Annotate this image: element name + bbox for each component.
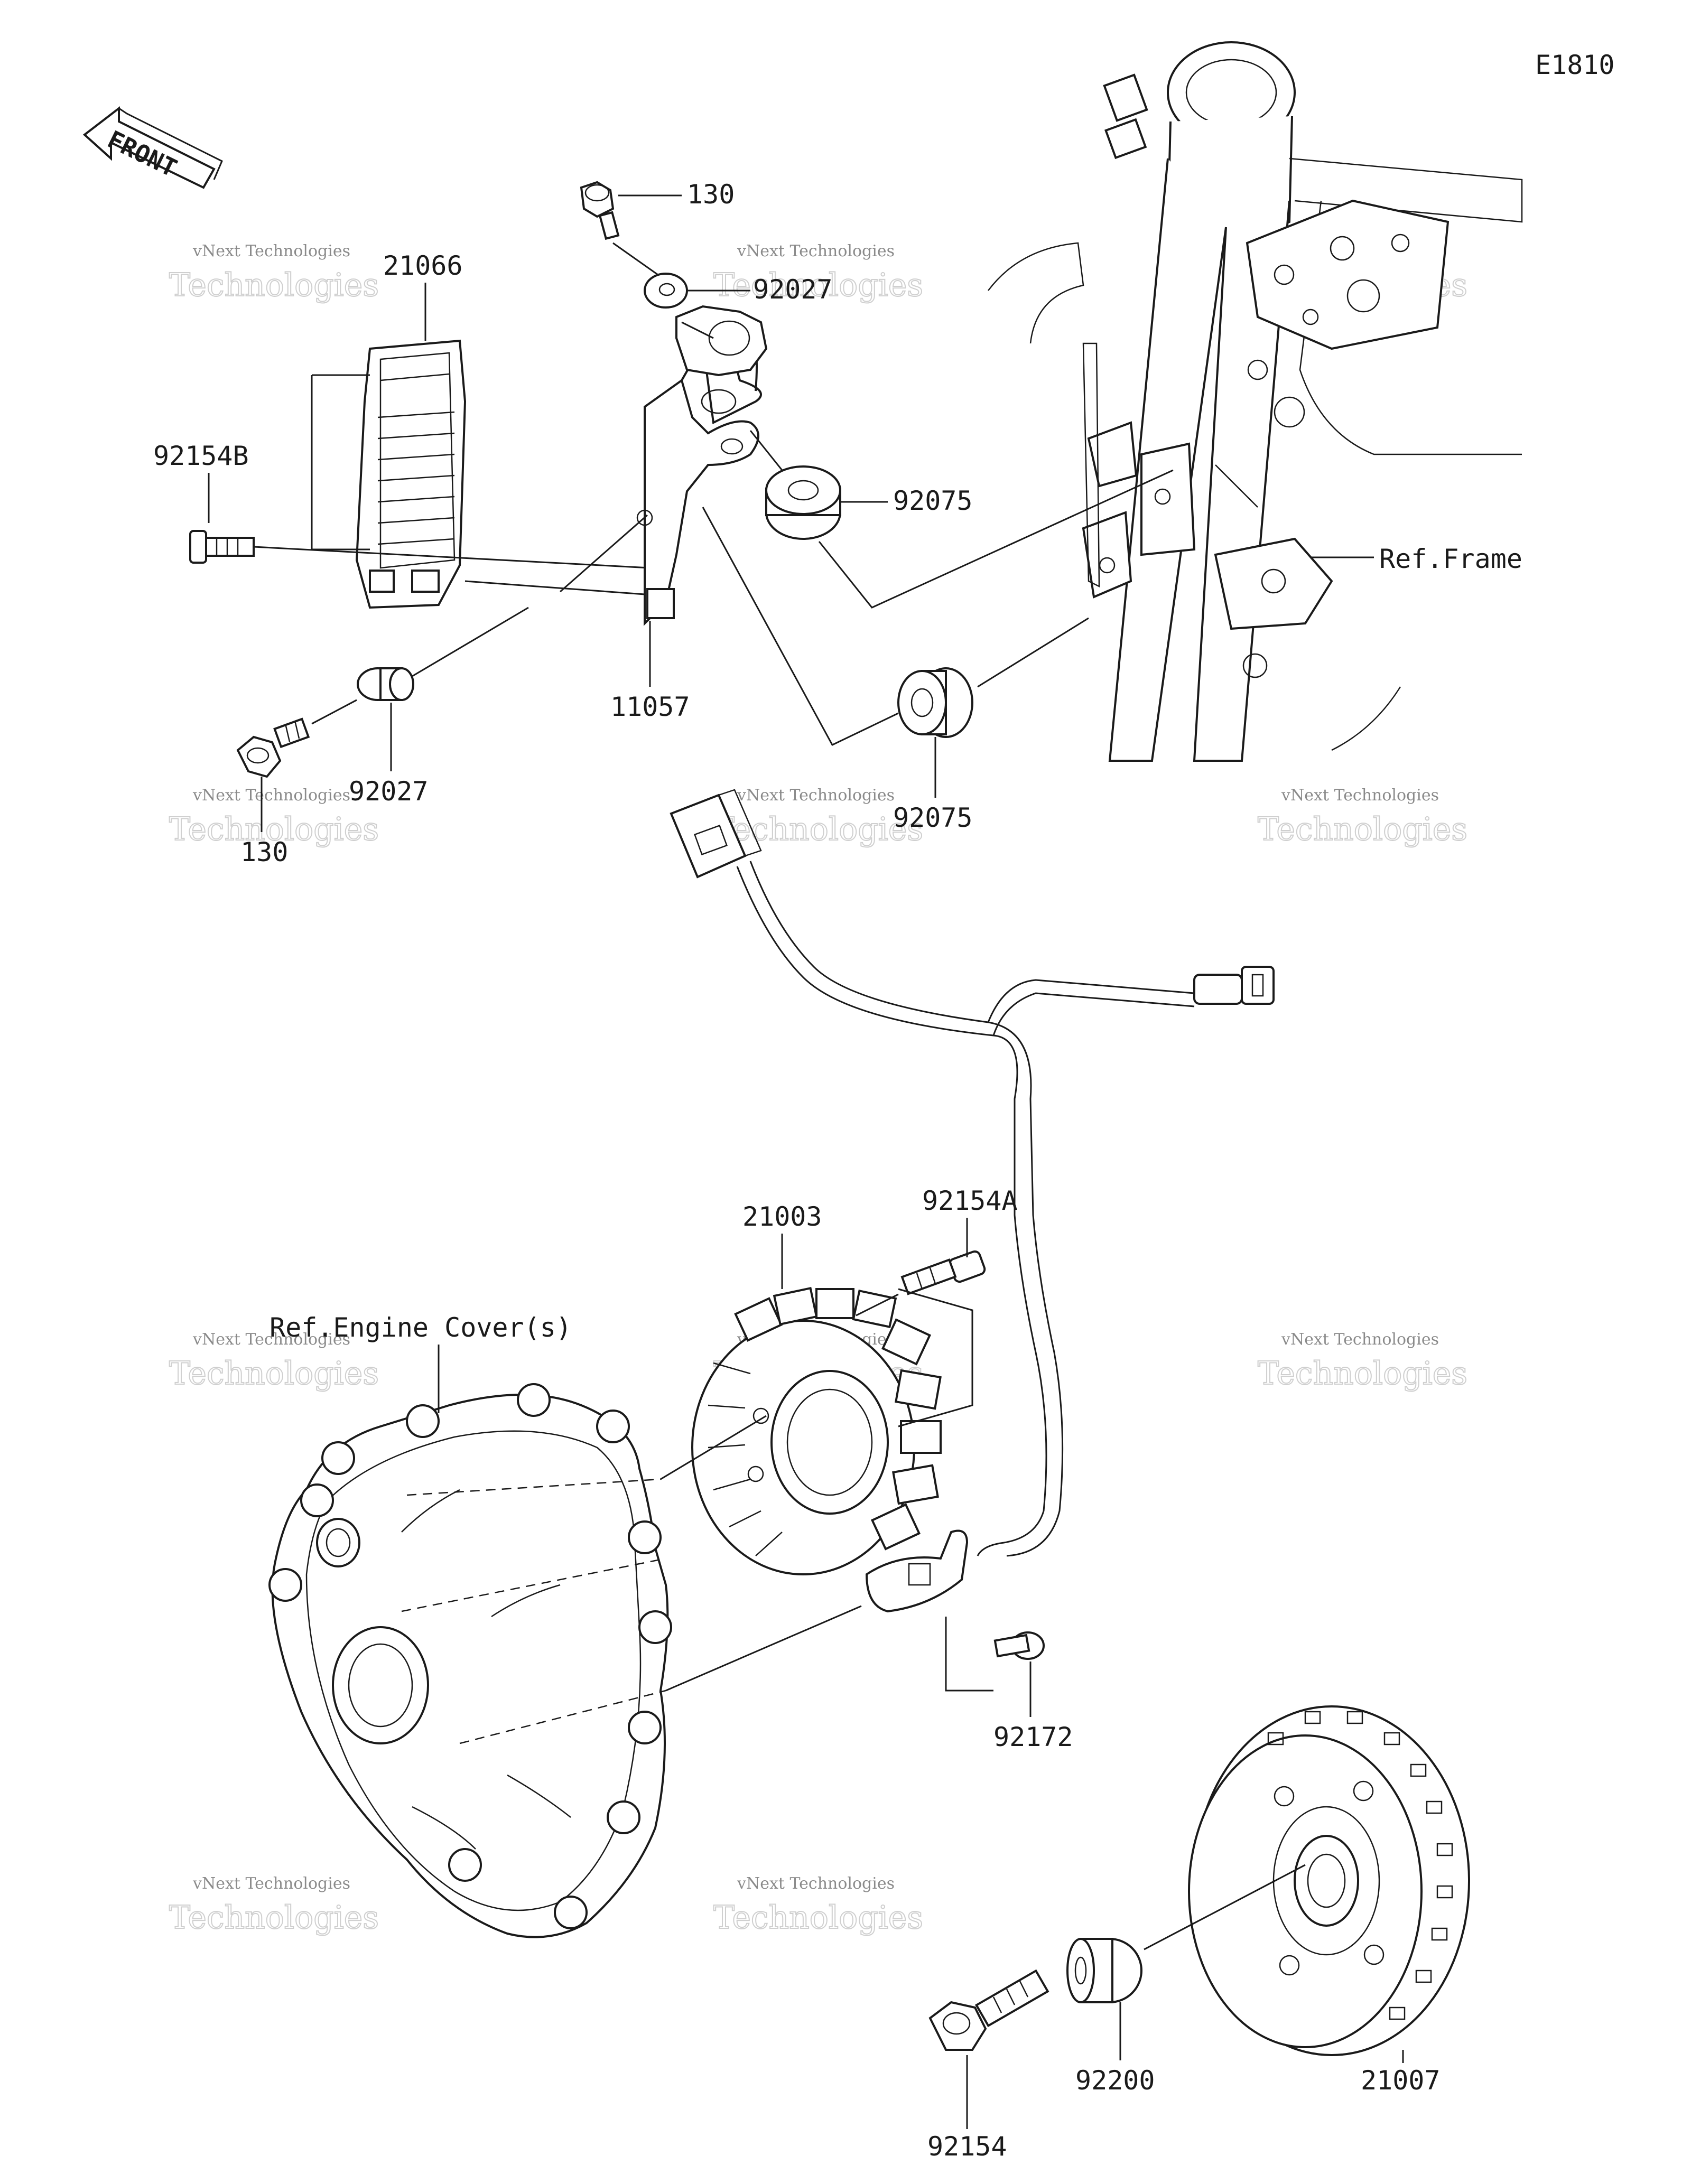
watermark: Technologies vNext Technologies bbox=[169, 786, 379, 848]
watermark: Technologies vNext Technologies bbox=[1257, 1330, 1468, 1393]
svg-text:vNext Technologies: vNext Technologies bbox=[1281, 786, 1439, 805]
part-21007-rotor bbox=[1188, 1705, 1470, 2056]
washer-92027-bottom-icon bbox=[357, 667, 414, 701]
watermark: Technologies vNext Technologies bbox=[169, 1874, 379, 1937]
watermark: Technologies vNext Technologies bbox=[713, 1874, 924, 1937]
svg-text:vNext Technologies: vNext Technologies bbox=[737, 1874, 895, 1893]
label-130-bottom: 130 bbox=[240, 837, 288, 867]
watermark: Technologies vNext Technologies bbox=[169, 1330, 379, 1393]
label-92200: 92200 bbox=[1075, 2065, 1155, 2096]
label-21066: 21066 bbox=[383, 250, 463, 281]
svg-text:vNext Technologies: vNext Technologies bbox=[1281, 1330, 1439, 1349]
svg-text:Technologies: Technologies bbox=[713, 267, 923, 304]
bolt-130-top-icon bbox=[580, 181, 620, 240]
watermark: Technologies vNext Technologies bbox=[713, 786, 924, 848]
front-arrow-icon: FRONT bbox=[82, 106, 223, 189]
connector-icon bbox=[670, 789, 762, 879]
bolt-130-bottom-icon bbox=[236, 717, 310, 778]
spacer-92200-icon bbox=[1066, 1938, 1142, 2003]
screw-92172-icon bbox=[993, 1631, 1045, 1660]
label-92075-top: 92075 bbox=[893, 486, 973, 516]
label-130-top: 130 bbox=[687, 179, 735, 210]
part-21003-stator bbox=[691, 1286, 969, 1613]
svg-text:vNext Technologies: vNext Technologies bbox=[192, 242, 350, 260]
label-92075-bottom: 92075 bbox=[893, 802, 973, 833]
svg-text:Technologies: Technologies bbox=[169, 811, 379, 848]
grommet-92075-top-icon bbox=[765, 465, 841, 540]
svg-text:vNext Technologies: vNext Technologies bbox=[737, 786, 895, 805]
frame-drawing bbox=[988, 41, 1523, 762]
watermark: Technologies vNext Technologies bbox=[169, 242, 379, 304]
washer-92027-top-icon bbox=[644, 273, 688, 309]
label-92172: 92172 bbox=[993, 1722, 1073, 1752]
wiring-harness bbox=[670, 789, 1275, 1557]
svg-text:Technologies: Technologies bbox=[713, 1899, 923, 1936]
diagram-code: E1810 bbox=[1535, 50, 1615, 80]
bolt-92154a-icon bbox=[900, 1250, 986, 1295]
label-92154a: 92154A bbox=[922, 1186, 1018, 1216]
svg-text:Technologies: Technologies bbox=[169, 1899, 379, 1936]
svg-text:Technologies: Technologies bbox=[713, 811, 923, 848]
svg-text:vNext Technologies: vNext Technologies bbox=[192, 786, 350, 805]
svg-text:vNext Technologies: vNext Technologies bbox=[737, 242, 895, 260]
watermark: Technologies vNext Technologies bbox=[713, 242, 924, 304]
svg-text:Technologies: Technologies bbox=[169, 267, 379, 304]
ref-engine-cover: Ref.Engine Cover(s) bbox=[270, 1312, 572, 1343]
label-92154: 92154 bbox=[927, 2131, 1007, 2162]
label-92027-top: 92027 bbox=[753, 274, 833, 305]
part-21066-regulator bbox=[355, 339, 467, 609]
ref-frame: Ref.Frame bbox=[1379, 544, 1522, 574]
bolt-92154b-icon bbox=[189, 530, 255, 564]
small-connector-icon bbox=[1193, 966, 1275, 1005]
svg-text:vNext Technologies: vNext Technologies bbox=[192, 1330, 350, 1349]
engine-cover-drawing bbox=[268, 1383, 672, 1938]
watermark: Technologies vNext Technologies bbox=[1257, 786, 1468, 848]
grommet-92075-bottom-icon bbox=[897, 667, 973, 738]
label-21003: 21003 bbox=[742, 1201, 822, 1232]
label-92154b: 92154B bbox=[153, 441, 249, 471]
svg-text:vNext Technologies: vNext Technologies bbox=[192, 1874, 350, 1893]
svg-text:Technologies: Technologies bbox=[1258, 1355, 1467, 1392]
svg-text:Technologies: Technologies bbox=[1258, 811, 1467, 848]
bolt-92154-icon bbox=[928, 1969, 1049, 2051]
svg-text:Technologies: Technologies bbox=[169, 1355, 379, 1392]
label-92027-bottom: 92027 bbox=[349, 776, 429, 807]
label-21007: 21007 bbox=[1361, 2065, 1441, 2096]
label-11057: 11057 bbox=[610, 692, 690, 722]
